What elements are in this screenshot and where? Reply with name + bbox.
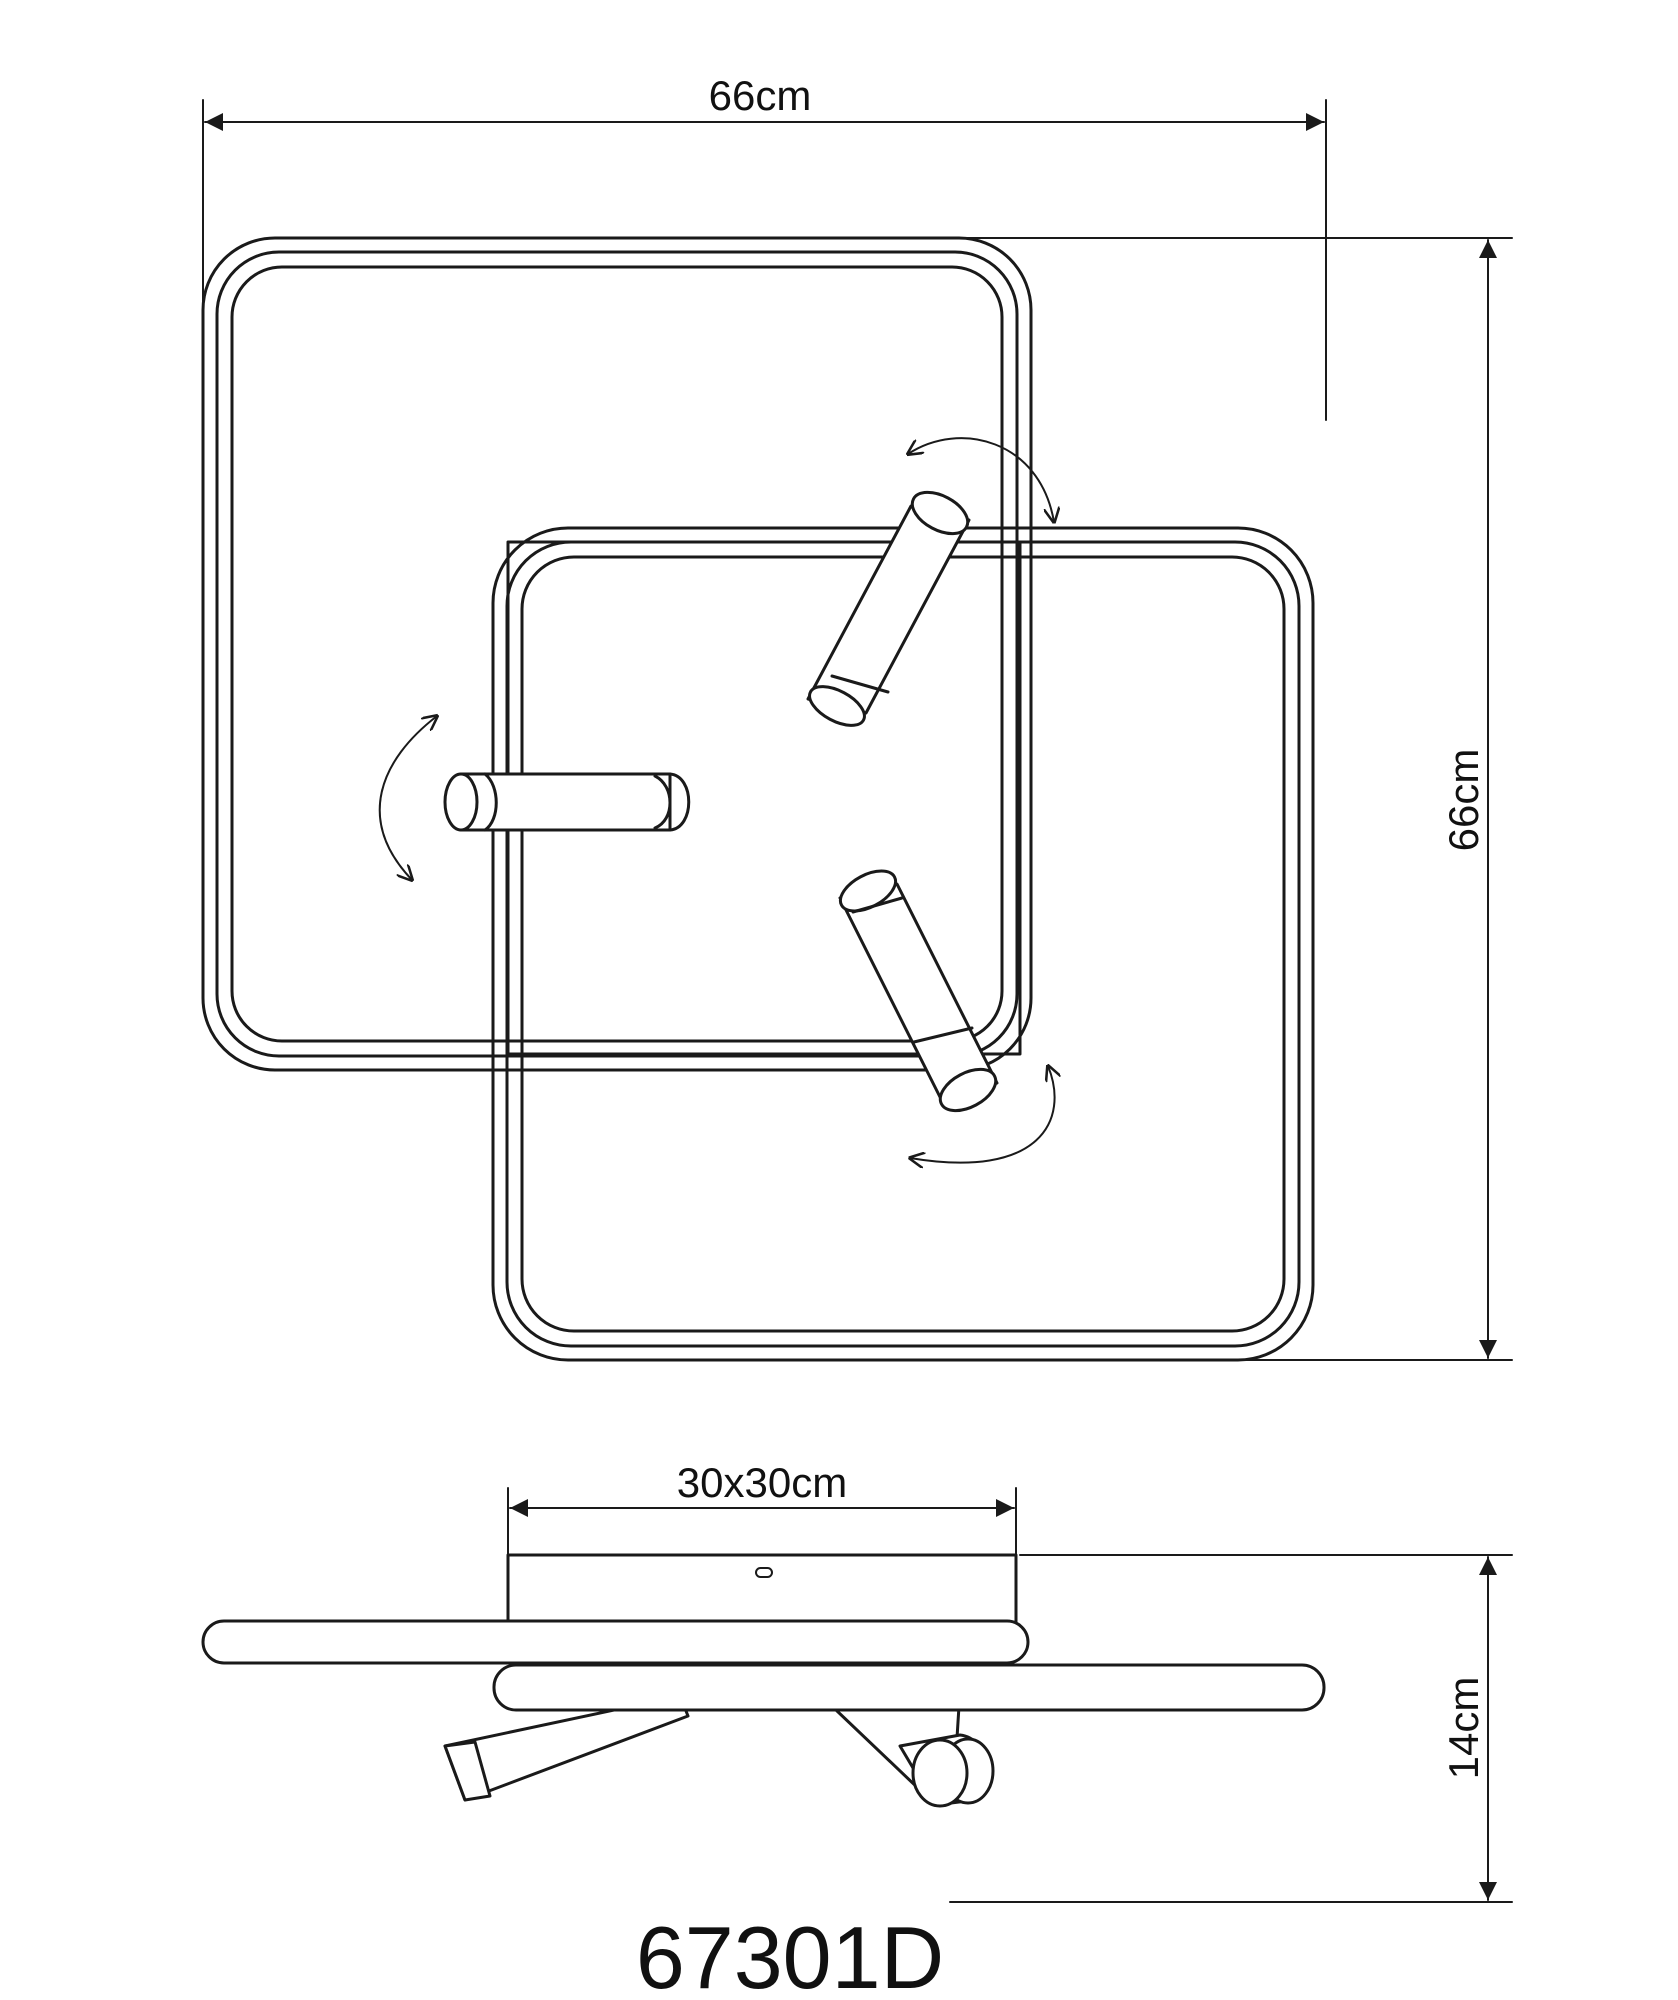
side-view: 30x30cm 14cm [201, 1459, 1513, 1903]
base-dimension-label: 30x30cm [677, 1459, 847, 1506]
model-number: 67301D [636, 1908, 944, 2000]
rotation-arrows [378, 437, 1055, 1162]
width-dimension-label: 66cm [709, 72, 812, 119]
spotlight-left [443, 772, 691, 832]
height-dimension: 66cm [959, 237, 1513, 1361]
side-front-ring [492, 1663, 1326, 1712]
back-ring [201, 236, 1033, 1072]
depth-dimension-label: 14cm [1440, 1677, 1487, 1780]
side-spotlights [443, 1688, 995, 1808]
top-view: 66cm 66cm [201, 72, 1513, 1362]
width-dimension: 66cm [202, 72, 1327, 421]
base-dimension: 30x30cm [507, 1459, 1017, 1561]
depth-dimension: 14cm [949, 1554, 1513, 1903]
side-back-ring [201, 1619, 1030, 1665]
side-ceiling-base [506, 1553, 1018, 1625]
height-dimension-label: 66cm [1440, 749, 1487, 852]
